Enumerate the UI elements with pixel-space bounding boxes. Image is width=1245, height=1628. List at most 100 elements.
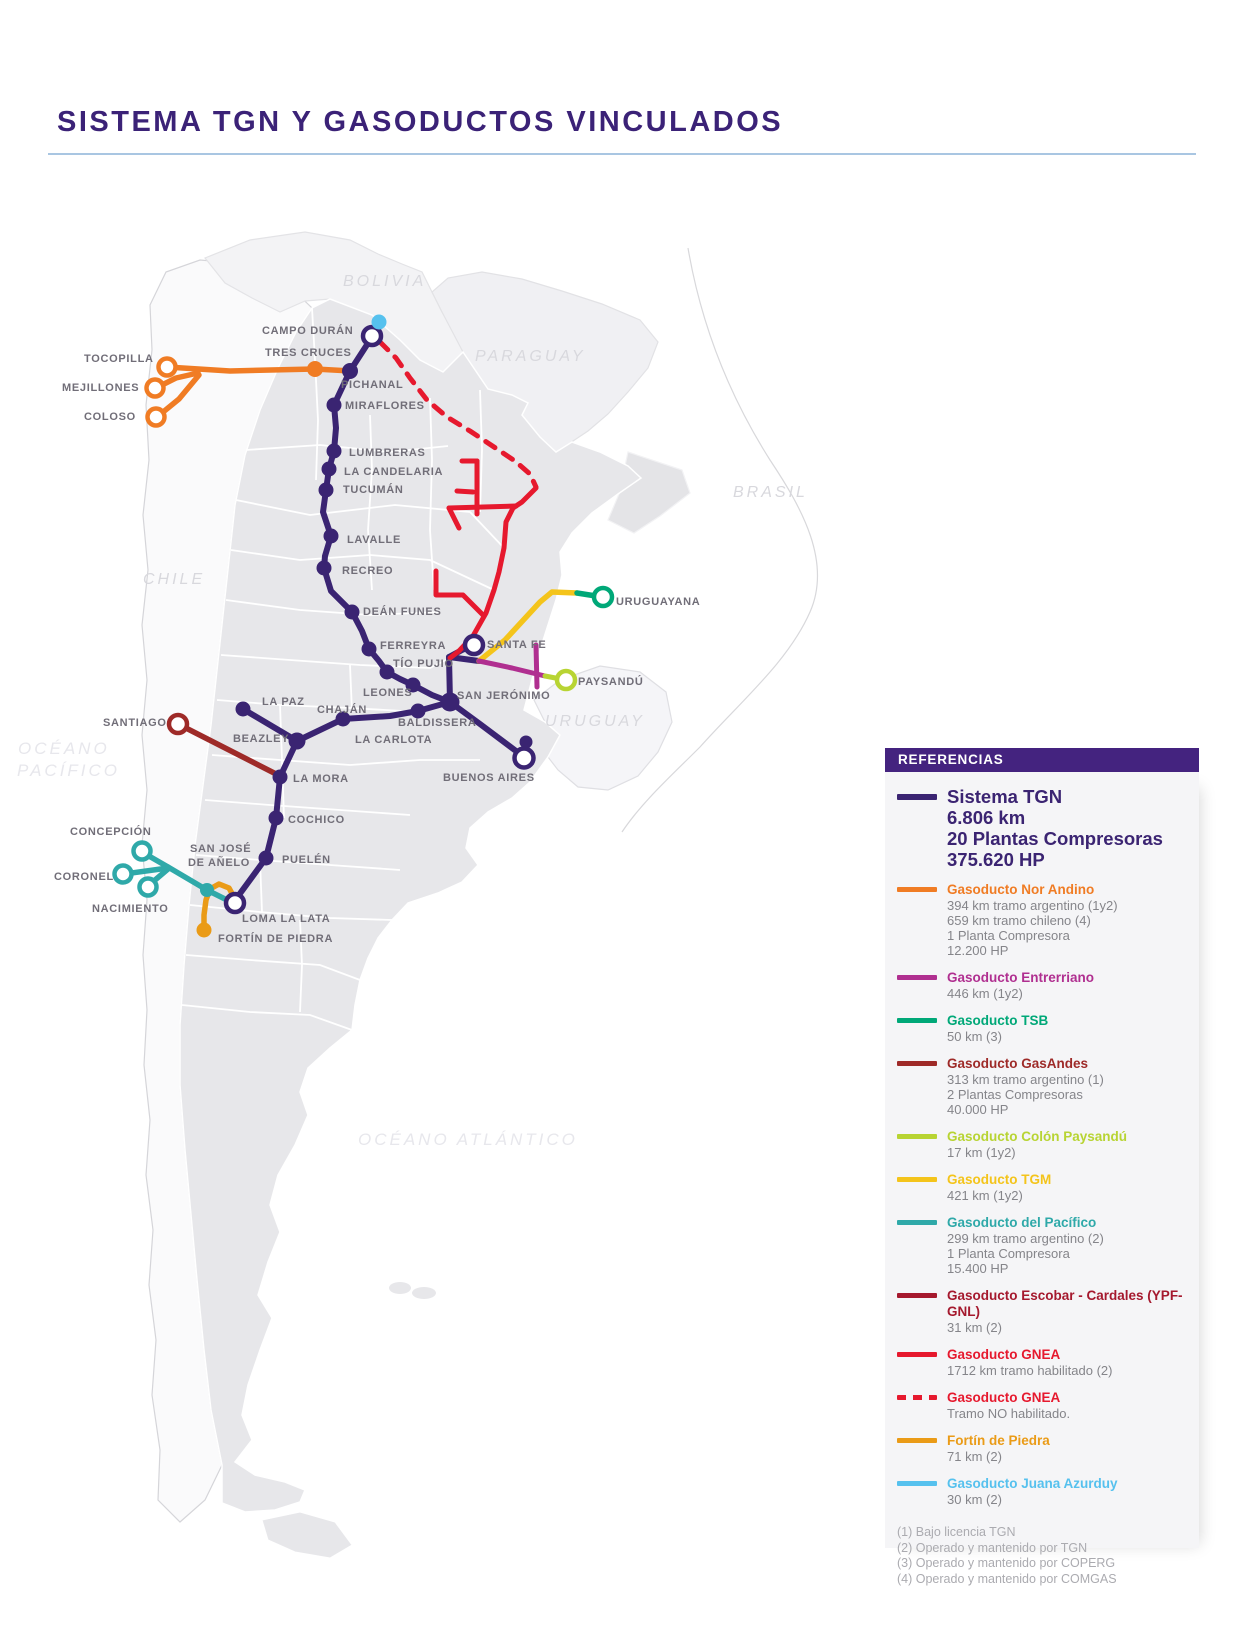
legend-entry-detail: Tramo NO habilitado. xyxy=(947,1406,1071,1421)
legend-swatch-gasandes xyxy=(897,1061,937,1066)
pipeline-tgm xyxy=(476,589,580,664)
legend-entry-detail: 299 km tramo argentino (2) xyxy=(947,1231,1104,1246)
legend-header: REFERENCIAS xyxy=(885,748,1199,772)
node-miraflores xyxy=(326,397,342,413)
node-tucuman xyxy=(318,482,334,498)
legend-entry-title: Gasoducto GNEA xyxy=(947,1390,1061,1405)
region-label: OCÉANO ATLÁNTICO xyxy=(358,1130,578,1149)
node-mejillones xyxy=(144,377,166,399)
legend-footnote: (2) Operado y mantenido por TGN xyxy=(897,1540,1088,1555)
legend-swatch-tgm xyxy=(897,1177,937,1182)
legend-footnote: (1) Bajo licencia TGN xyxy=(897,1525,1016,1539)
city-label: LUMBRERAS xyxy=(349,447,426,459)
city-label: PICHANAL xyxy=(341,379,403,391)
page-title: SISTEMA TGN Y GASODUCTOS VINCULADOS xyxy=(57,106,784,138)
city-label: LA MORA xyxy=(293,773,349,785)
region-label: BRASIL xyxy=(733,484,808,501)
region-label: URUGUAY xyxy=(545,713,645,730)
pipeline-tgn-buenosaires xyxy=(447,699,527,760)
malvinas-west xyxy=(389,1282,411,1294)
city-label: LAVALLE xyxy=(347,534,401,546)
legend-entry-title: Gasoducto Nor Andino xyxy=(947,882,1095,897)
pipeline-gnea-l-branch xyxy=(433,568,487,619)
legend-swatch-sistema-tgn xyxy=(897,794,937,800)
node-juana-azurduy-end xyxy=(371,314,387,330)
node-beazley xyxy=(288,732,306,750)
pipeline-gasandes xyxy=(177,722,283,779)
legend-entry-detail: 30 km (2) xyxy=(947,1492,1002,1507)
city-label: CONCEPCIÓN xyxy=(70,825,152,838)
node-nacimiento xyxy=(137,876,159,898)
legend-footnote: (4) Operado y mantenido por COMGAS xyxy=(897,1571,1117,1586)
legend-entry-detail: 50 km (3) xyxy=(947,1029,1002,1044)
pipeline-gnea-diag xyxy=(446,505,462,531)
legend-entry-detail: 17 km (1y2) xyxy=(947,1145,1016,1160)
legend-entry-detail: 1712 km tramo habilitado (2) xyxy=(947,1363,1113,1378)
legend-entry-detail: 1 Planta Compresora xyxy=(947,1246,1070,1261)
city-label: LOMA LA LATA xyxy=(242,913,330,925)
node-chajan xyxy=(335,711,351,727)
node-coronel xyxy=(112,863,134,885)
node-fortin-end xyxy=(196,922,212,938)
legend-swatch-pacifico xyxy=(897,1220,937,1225)
legend-entry-detail: 659 km tramo chileno (4) xyxy=(947,913,1091,928)
node-la-candelaria xyxy=(321,461,337,477)
node-cochico xyxy=(268,810,284,826)
legend-swatch-juana-azurduy xyxy=(897,1481,937,1486)
labels-layer: BOLIVIAPARAGUAYBRASILCHILEURUGUAYOCÉANOP… xyxy=(17,273,808,1149)
node-baldissera xyxy=(410,703,426,719)
node-la-paz xyxy=(235,701,251,717)
legend-entry-detail: 375.620 HP xyxy=(947,849,1045,870)
node-leones xyxy=(405,677,421,693)
province-borders xyxy=(181,307,505,1031)
city-label: DE AÑELO xyxy=(188,856,250,869)
node-paysandu xyxy=(554,668,578,692)
city-label: DEÁN FUNES xyxy=(363,605,442,618)
node-concepcion xyxy=(131,840,153,862)
legend-entry-detail: 394 km tramo argentino (1y2) xyxy=(947,898,1118,913)
legend-entry-detail: 421 km (1y2) xyxy=(947,1188,1023,1203)
node-coloso xyxy=(145,406,167,428)
node-san-jeronimo-hub xyxy=(440,692,460,712)
legend-entry-title: Gasoducto GNEA xyxy=(947,1347,1061,1362)
city-label: TUCUMÁN xyxy=(343,483,404,496)
node-buenos-aires xyxy=(512,746,536,770)
legend-swatch-nor-andino xyxy=(897,887,937,892)
node-campo-duran xyxy=(360,324,384,348)
legend-entry-detail: 31 km (2) xyxy=(947,1320,1002,1335)
city-label: TÍO PUJIO xyxy=(393,657,454,670)
legend-entry-detail: 2 Plantas Compresoras xyxy=(947,1087,1083,1102)
legend-entry-title: Gasoducto TSB xyxy=(947,1013,1049,1028)
legend-entry-detail: 15.400 HP xyxy=(947,1261,1009,1276)
node-ferreyra xyxy=(361,641,377,657)
legend-swatch-colon-paysandu xyxy=(897,1134,937,1139)
city-label: NACIMIENTO xyxy=(92,903,168,915)
legend-entry-title: Gasoducto Juana Azurduy xyxy=(947,1476,1118,1491)
legend-entry-detail: 1 Planta Compresora xyxy=(947,928,1070,943)
node-tio-pujio xyxy=(379,664,395,680)
legend-swatch-entrerriano xyxy=(897,975,937,980)
city-label: CAMPO DURÁN xyxy=(262,324,353,337)
legend-footnotes: (1) Bajo licencia TGN(2) Operado y mante… xyxy=(897,1525,1187,1587)
legend-swatch-gnea-no-habilitado-dashed xyxy=(897,1395,937,1400)
region-label: PACÍFICO xyxy=(17,761,120,780)
node-uruguayana xyxy=(591,585,615,609)
node-tocopilla xyxy=(156,356,178,378)
argentina-shape xyxy=(179,298,643,1513)
node-santa-fe xyxy=(462,633,486,657)
legend-swatch-tsb xyxy=(897,1018,937,1023)
city-label: FERREYRA xyxy=(380,640,446,652)
city-label: PAYSANDÚ xyxy=(578,675,644,688)
city-label: LEONES xyxy=(363,687,412,699)
